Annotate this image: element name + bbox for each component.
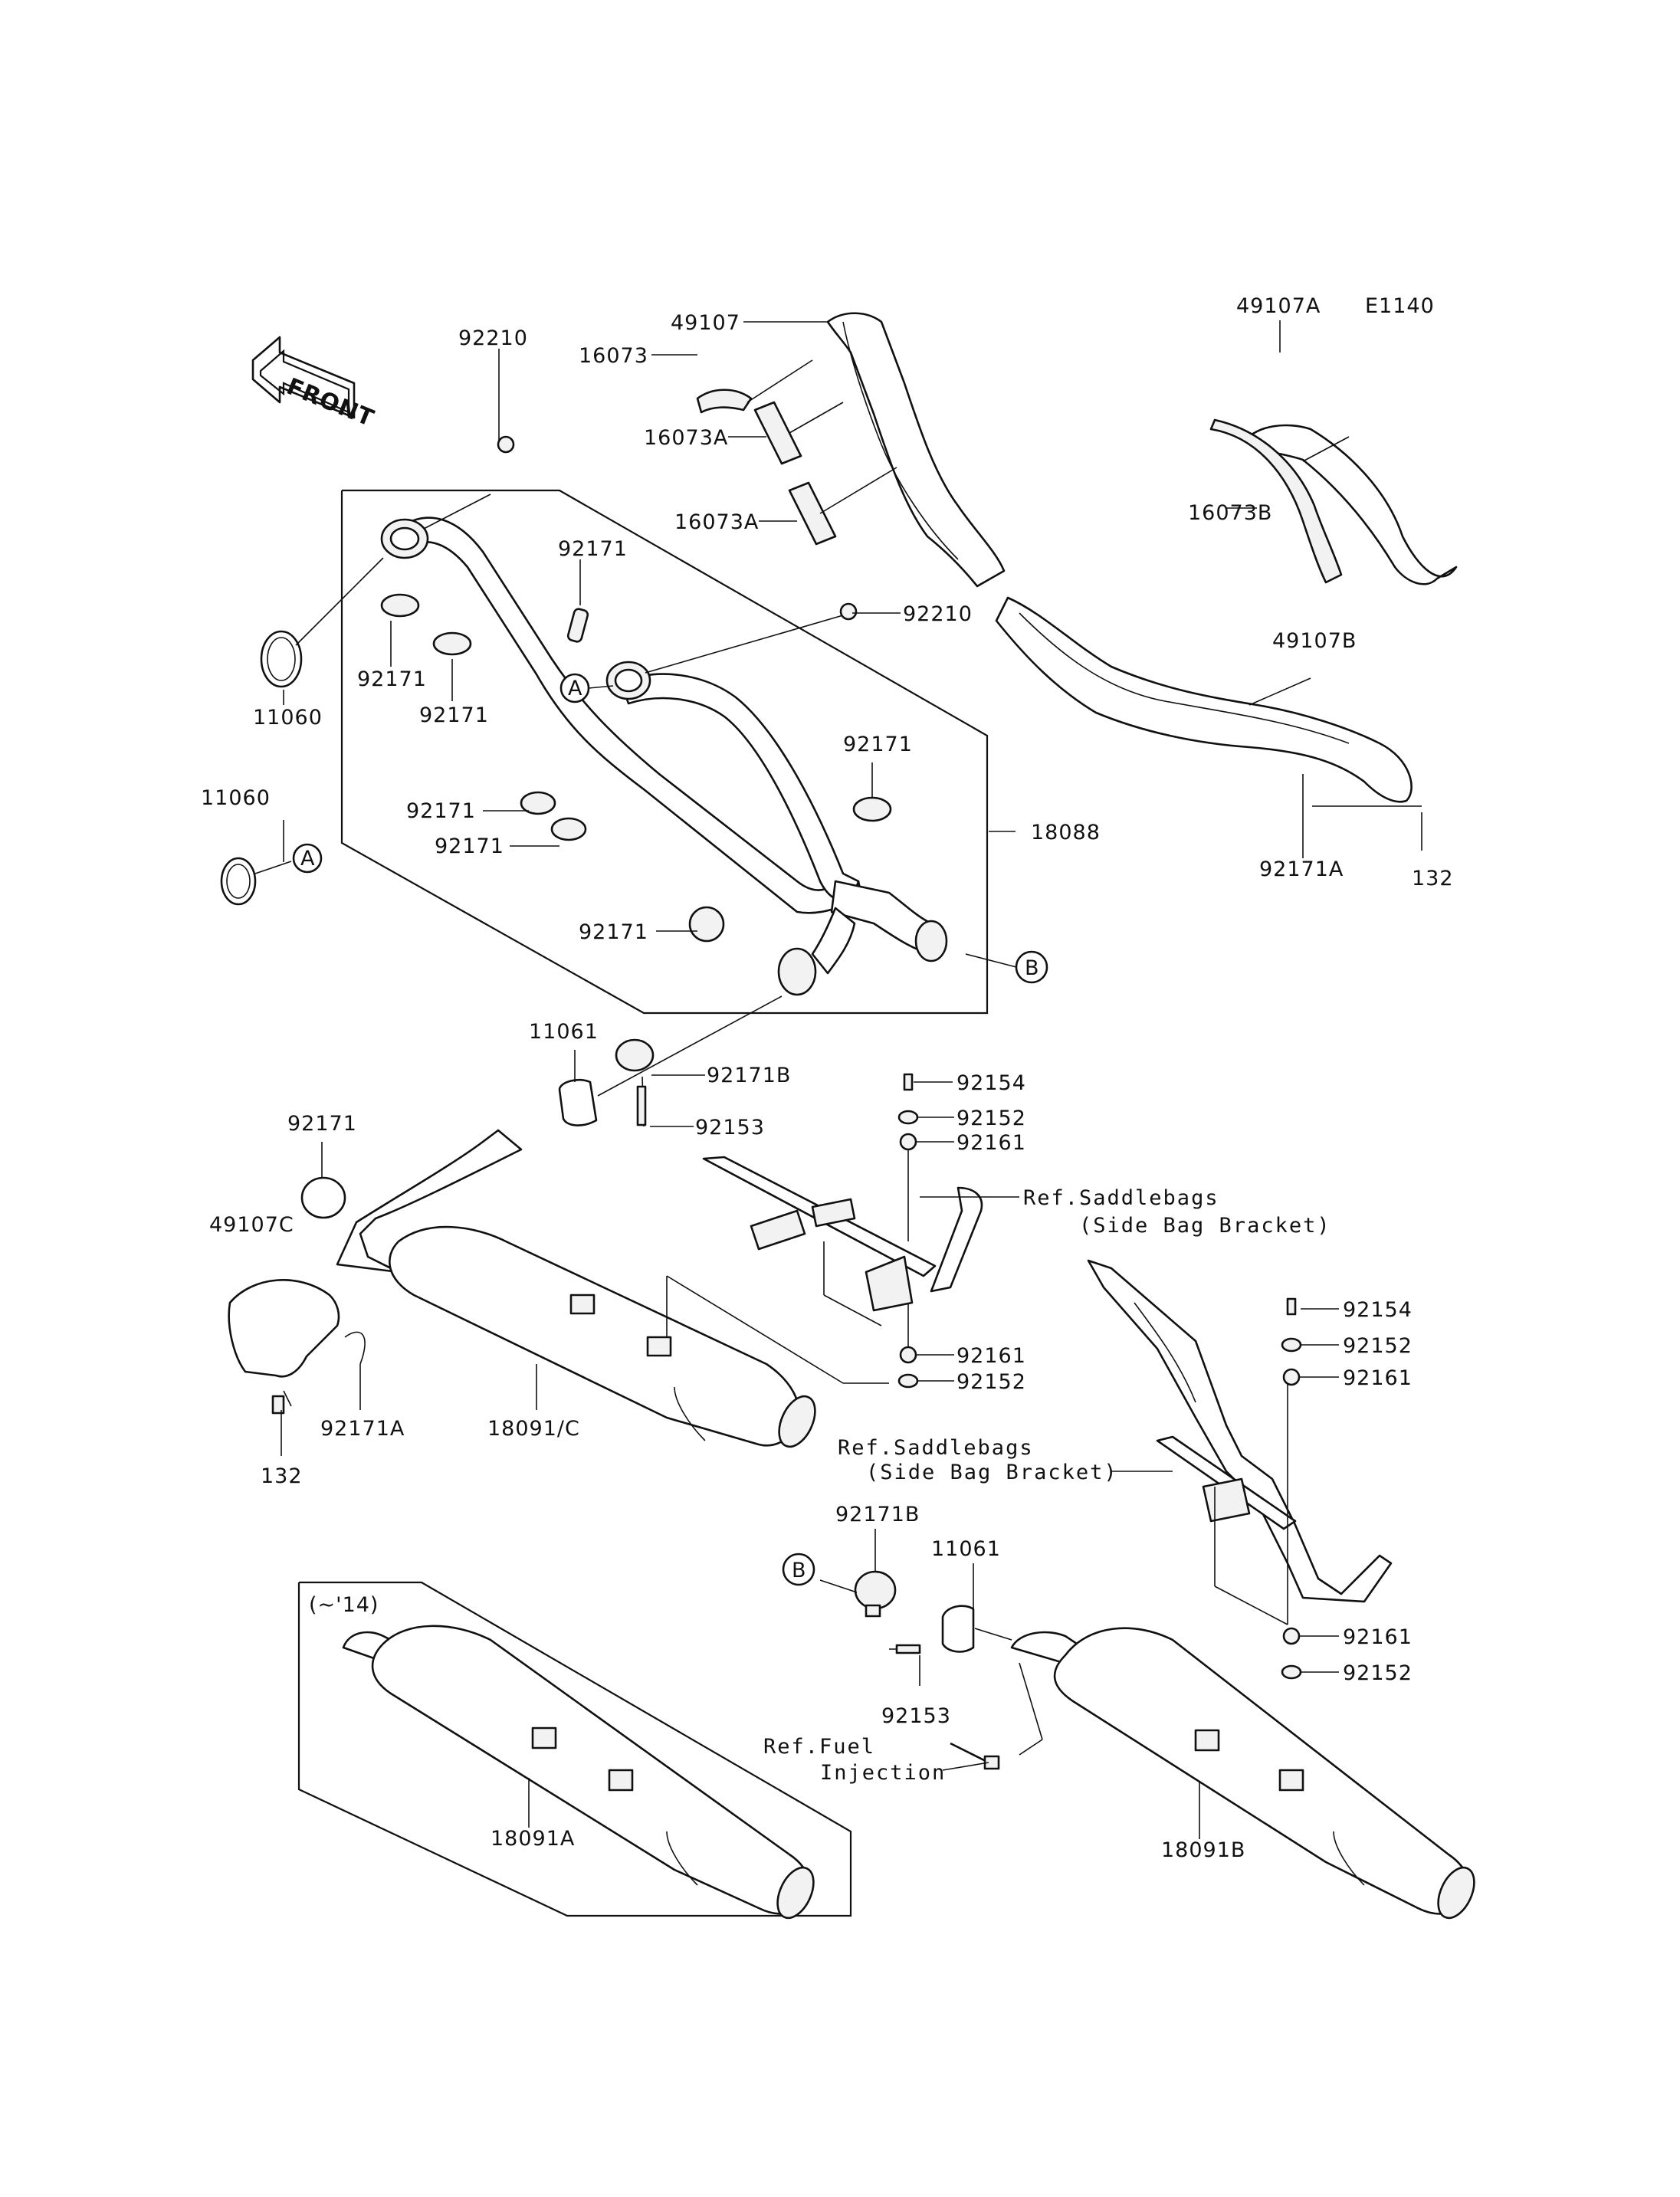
label-92161-top: 92161 xyxy=(956,1131,1026,1155)
label-49107C: 49107C xyxy=(209,1213,294,1237)
ref-saddlebags-mid-2: (Side Bag Bracket) xyxy=(866,1461,1118,1484)
label-92171-h: 92171 xyxy=(287,1112,357,1136)
reference-notes: Ref.Saddlebags (Side Bag Bracket) Ref.Sa… xyxy=(309,1186,1331,1785)
clamp-92171B-top xyxy=(615,1038,655,1127)
label-92152-low: 92152 xyxy=(1343,1661,1413,1685)
heat-cover-49107A xyxy=(1209,418,1458,585)
label-16073A-2: 16073A xyxy=(674,510,759,534)
ref-fuel-1: Ref.Fuel xyxy=(763,1735,875,1759)
label-92171A-low: 92171A xyxy=(320,1417,405,1441)
clamp-92171B-low xyxy=(819,1570,897,1618)
label-92171B-low: 92171B xyxy=(835,1503,920,1526)
end-cap-49107C xyxy=(228,1279,366,1415)
label-11060-a: 11060 xyxy=(253,706,323,730)
label-92154-top: 92154 xyxy=(956,1071,1026,1095)
label-92171-a: 92171 xyxy=(558,537,628,561)
label-92161-mid: 92161 xyxy=(956,1344,1026,1368)
label-92171-c: 92171 xyxy=(419,703,489,727)
muffler-18091B xyxy=(1010,1627,1475,1920)
callout-a-mid: A xyxy=(292,843,323,874)
heat-shield-16073 xyxy=(696,359,897,546)
label-92171-g: 92171 xyxy=(579,920,648,944)
clamp-icons-headpipe xyxy=(380,435,892,943)
muffler-18091C xyxy=(336,1129,889,1448)
heat-cover-49107B xyxy=(995,596,1413,803)
svg-text:A: A xyxy=(568,677,582,700)
label-92153-top: 92153 xyxy=(695,1116,765,1139)
o2-sensor-icon xyxy=(950,1742,1000,1770)
label-132-top: 132 xyxy=(1412,867,1454,890)
label-18091A: 18091A xyxy=(491,1827,575,1851)
ref-saddlebags-top-1: Ref.Saddlebags xyxy=(1023,1186,1219,1210)
label-16073A-1: 16073A xyxy=(644,426,728,450)
label-11060-b: 11060 xyxy=(201,786,271,810)
head-pipe-assembly xyxy=(340,489,989,1015)
svg-text:A: A xyxy=(300,847,315,871)
label-92171A-top: 92171A xyxy=(1259,857,1344,881)
label-92152-mid: 92152 xyxy=(956,1370,1026,1394)
ref-saddlebags-top-2: (Side Bag Bracket) xyxy=(1079,1214,1331,1238)
label-92153-low: 92153 xyxy=(881,1704,951,1728)
muffler-18091A-box xyxy=(297,1581,852,1920)
label-92171-e: 92171 xyxy=(435,835,504,858)
label-92210-mid: 92210 xyxy=(903,602,973,626)
label-18088: 18088 xyxy=(1031,821,1101,844)
callout-a-top: A xyxy=(559,673,590,703)
heat-cover-49107 xyxy=(826,312,1006,588)
label-49107: 49107 xyxy=(671,311,740,335)
label-132-low: 132 xyxy=(261,1464,303,1488)
label-92210-top: 92210 xyxy=(458,326,528,350)
ref-saddlebags-mid-1: Ref.Saddlebags xyxy=(838,1436,1034,1460)
front-arrow-icon: FRONT xyxy=(251,336,378,432)
bolt-92153-low xyxy=(889,1644,921,1654)
label-92152-right: 92152 xyxy=(1343,1334,1413,1358)
bracket-upper xyxy=(702,1149,983,1349)
gasket-11060-mid xyxy=(220,857,292,906)
callout-b-top: B xyxy=(1015,950,1048,984)
label-92171-f: 92171 xyxy=(843,733,913,756)
label-49107A: 49107A xyxy=(1236,294,1321,318)
clamp-92171-left xyxy=(300,1176,346,1219)
svg-text:B: B xyxy=(792,1559,807,1582)
gasket-11061-low xyxy=(941,1605,1012,1653)
label-92171-d: 92171 xyxy=(406,799,476,823)
diagram-code: E1140 xyxy=(1365,294,1435,318)
label-92161-low: 92161 xyxy=(1343,1625,1413,1649)
part-labels: 49107 16073 16073A 16073A 49107A 16073B … xyxy=(201,294,1454,1862)
gasket-11060-top xyxy=(260,557,384,705)
label-11061-low: 11061 xyxy=(931,1537,1001,1561)
label-11061-top: 11061 xyxy=(529,1020,599,1044)
leader-lines xyxy=(281,320,1422,1839)
callout-b-low: B xyxy=(782,1553,815,1586)
bracket-right xyxy=(1087,1259,1393,1680)
label-18091B: 18091B xyxy=(1161,1838,1245,1862)
label-18091C: 18091/C xyxy=(487,1417,580,1441)
label-92171-b: 92171 xyxy=(357,667,427,691)
label-92152-top: 92152 xyxy=(956,1107,1026,1130)
label-92171B-top: 92171B xyxy=(707,1064,791,1087)
svg-text:B: B xyxy=(1025,956,1040,980)
gasket-11061-top xyxy=(558,995,783,1126)
ref-fuel-2: Injection xyxy=(820,1761,946,1785)
label-92154-right: 92154 xyxy=(1343,1298,1413,1322)
label-16073B: 16073B xyxy=(1188,501,1272,525)
label-49107B: 49107B xyxy=(1272,629,1357,653)
label-16073: 16073 xyxy=(579,344,648,368)
label-92161-right: 92161 xyxy=(1343,1366,1413,1390)
era-note: (~'14) xyxy=(309,1593,379,1617)
